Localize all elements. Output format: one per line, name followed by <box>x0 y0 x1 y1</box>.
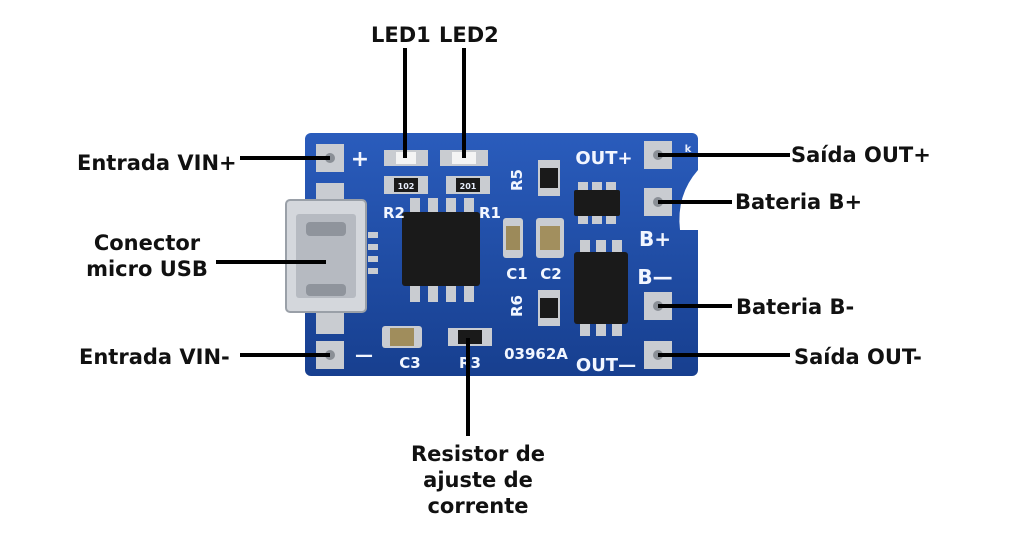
label-bat-plus: Bateria B+ <box>735 189 862 215</box>
label-led1: LED1 <box>371 22 431 48</box>
silk-r6: R6 <box>508 295 526 317</box>
capacitor-c1 <box>503 218 523 258</box>
label-vin-minus: Entrada VIN- <box>79 344 230 370</box>
label-resistor: Resistor de ajuste de corrente <box>398 441 558 519</box>
label-usb-line2: micro USB <box>78 256 216 282</box>
label-bat-minus: Bateria B- <box>736 294 854 320</box>
label-usb-connector: Conector micro USB <box>78 230 216 282</box>
silk-c3: C3 <box>399 354 420 372</box>
label-resistor-line1: Resistor de <box>398 441 558 467</box>
silk-out-minus: OUT— <box>576 355 636 376</box>
silk-plus: + <box>351 147 369 172</box>
label-resistor-line2: ajuste de <box>398 467 558 493</box>
silk-r2: R2 <box>383 204 405 222</box>
silk-b-plus: B+ <box>639 227 671 251</box>
resistor-r5 <box>538 160 560 196</box>
smd-code-102: 102 <box>398 182 415 191</box>
silk-minus: — <box>355 345 373 366</box>
silk-r1: R1 <box>479 204 501 222</box>
capacitor-c2 <box>536 218 564 258</box>
silk-b-minus: B— <box>637 265 672 289</box>
silk-c2: C2 <box>540 265 561 283</box>
capacitor-c3 <box>382 326 422 348</box>
label-usb-line1: Conector <box>78 230 216 256</box>
micro-usb-connector <box>286 200 378 312</box>
label-out-minus: Saída OUT- <box>794 344 922 370</box>
silk-c1: C1 <box>506 265 527 283</box>
silk-out-plus: OUT+ <box>575 148 632 169</box>
label-out-plus: Saída OUT+ <box>791 142 931 168</box>
resistor-r6 <box>538 290 560 326</box>
pad-left-3 <box>316 312 344 334</box>
label-resistor-line3: corrente <box>398 493 558 519</box>
label-led2: LED2 <box>439 22 499 48</box>
silk-r5: R5 <box>508 169 526 191</box>
silk-board-code: 03962A <box>504 345 568 363</box>
protection-ic <box>574 240 628 336</box>
label-vin-plus: Entrada VIN+ <box>77 150 237 176</box>
protection-mosfet <box>574 182 620 224</box>
smd-code-201: 201 <box>460 182 477 191</box>
